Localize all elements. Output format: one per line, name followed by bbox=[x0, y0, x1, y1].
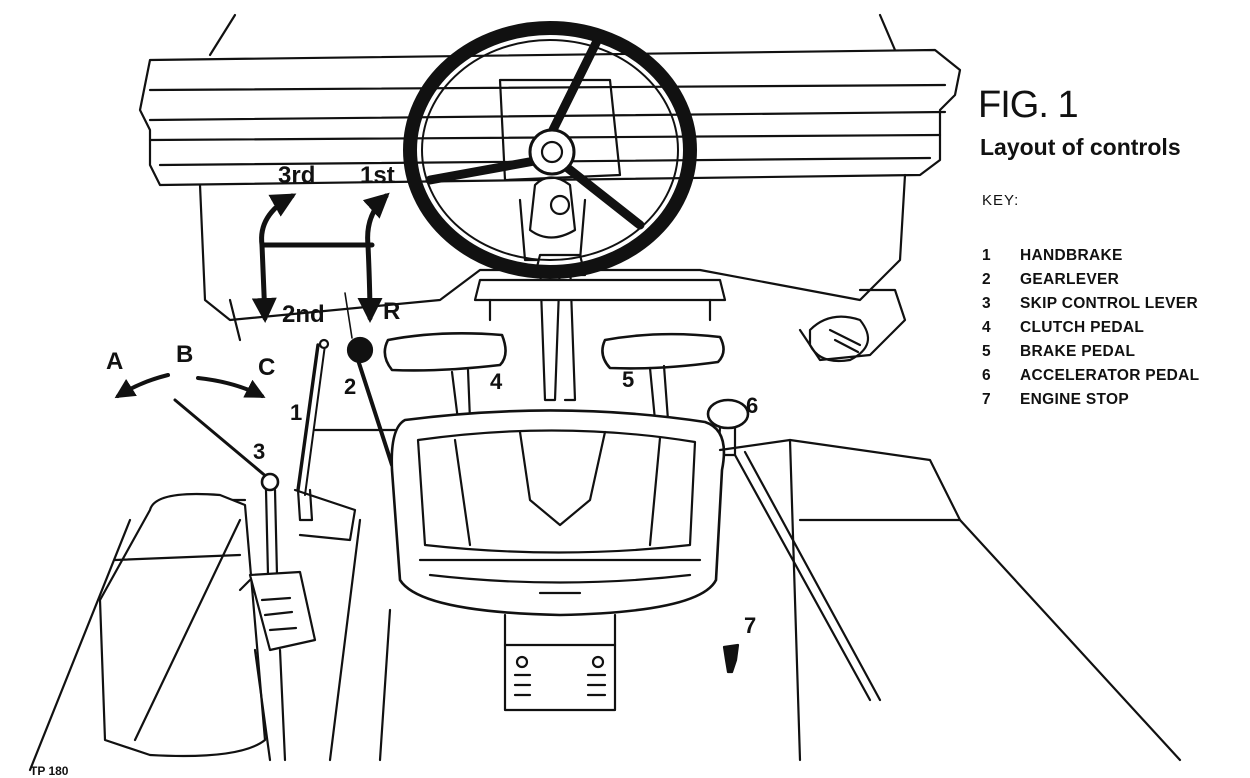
key-number: 6 bbox=[982, 367, 991, 384]
chassis-floor bbox=[28, 428, 1182, 772]
skip-control-lever bbox=[173, 398, 317, 762]
key-label: ENGINE STOP bbox=[1020, 391, 1129, 408]
key-heading: KEY: bbox=[982, 192, 1020, 209]
key-number: 7 bbox=[982, 391, 991, 408]
callout-accelerator: 6 bbox=[746, 393, 759, 418]
key-label: HANDBRAKE bbox=[1020, 247, 1123, 264]
gear-label-3rd: 3rd bbox=[278, 162, 316, 189]
key-item: 6 ACCELERATOR PEDAL bbox=[982, 364, 1199, 388]
callout-skip-lever: 3 bbox=[253, 439, 266, 464]
gear-lever bbox=[344, 292, 394, 467]
skip-position-arrows bbox=[114, 373, 266, 399]
key-label: GEARLEVER bbox=[1020, 271, 1120, 288]
key-item: 5 BRAKE PEDAL bbox=[982, 340, 1199, 364]
gear-label-1st: 1st bbox=[360, 162, 395, 189]
gear-shift-pattern bbox=[251, 192, 390, 323]
key-label: ACCELERATOR PEDAL bbox=[1020, 367, 1200, 384]
key-list: 1 HANDBRAKE 2 GEARLEVER 3 SKIP CONTROL LEVE… bbox=[982, 244, 1199, 412]
dash-crossmember bbox=[473, 278, 727, 322]
brake-pedal bbox=[601, 332, 725, 422]
skip-position-b: B bbox=[176, 341, 194, 368]
callout-clutch: 4 bbox=[490, 369, 503, 394]
engine-stop-knob bbox=[722, 643, 740, 674]
key-item: 3 SKIP CONTROL LEVER bbox=[982, 292, 1199, 316]
key-item: 4 CLUTCH PEDAL bbox=[982, 316, 1199, 340]
key-item: 1 HANDBRAKE bbox=[982, 244, 1199, 268]
figure-title: FIG. 1 bbox=[978, 84, 1079, 126]
steering-wheel bbox=[403, 21, 697, 279]
gear-label-2nd: 2nd bbox=[282, 301, 325, 328]
handbrake bbox=[296, 338, 330, 522]
fuel-tank bbox=[98, 492, 267, 758]
driver-seat bbox=[390, 409, 726, 712]
callout-gearlever: 2 bbox=[344, 374, 357, 399]
key-number: 3 bbox=[982, 295, 991, 312]
key-item: 7 ENGINE STOP bbox=[982, 388, 1199, 412]
figure-reference: TP 180 bbox=[30, 764, 69, 778]
figure-subtitle: Layout of controls bbox=[980, 134, 1181, 160]
skip-position-a: A bbox=[106, 348, 124, 375]
key-label: CLUTCH PEDAL bbox=[1020, 319, 1145, 336]
key-item: 2 GEARLEVER bbox=[982, 268, 1199, 292]
key-number: 4 bbox=[982, 319, 991, 336]
key-label: SKIP CONTROL LEVER bbox=[1020, 295, 1198, 312]
skip-position-c: C bbox=[258, 354, 276, 381]
key-number: 2 bbox=[982, 271, 991, 288]
callout-brake: 5 bbox=[622, 367, 635, 392]
key-number: 1 bbox=[982, 247, 991, 264]
key-number: 5 bbox=[982, 343, 991, 360]
callout-handbrake: 1 bbox=[290, 400, 303, 425]
key-label: BRAKE PEDAL bbox=[1020, 343, 1136, 360]
gear-label-reverse: R bbox=[383, 298, 401, 325]
callout-engine-stop: 7 bbox=[744, 613, 757, 638]
clutch-pedal bbox=[383, 332, 507, 422]
